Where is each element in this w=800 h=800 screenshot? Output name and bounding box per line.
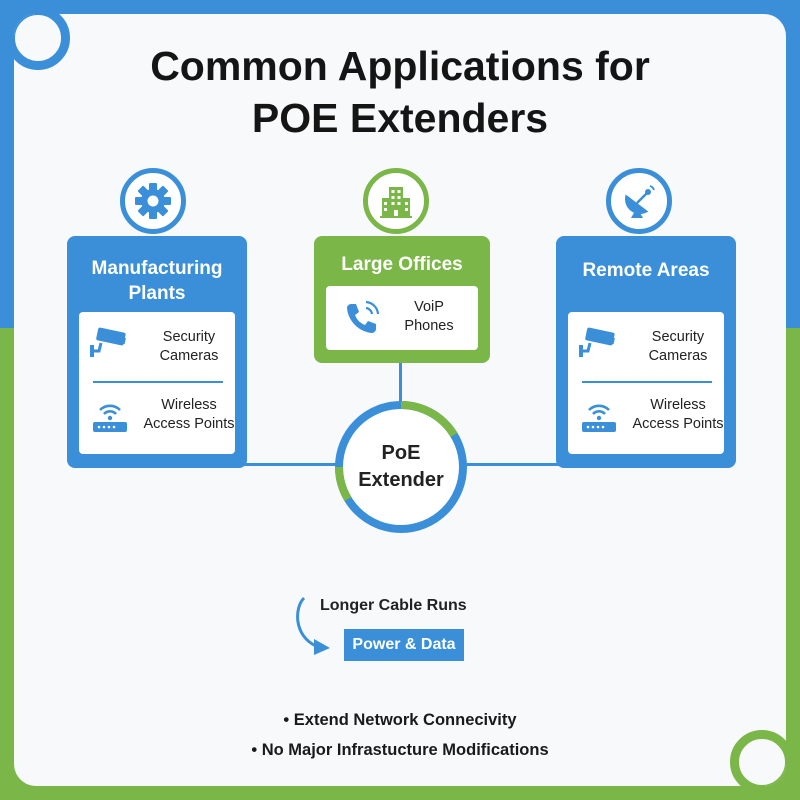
item-text-line-1: Wireless	[650, 397, 706, 413]
item-text-line-1: VoiP	[414, 299, 444, 315]
panel-manufacturing-title: Manufacturing Plants	[67, 256, 247, 306]
item-security-cameras-left: Security Cameras	[149, 328, 229, 366]
main-card: Common Applications for POE Extenders	[14, 14, 786, 786]
gear-icon	[135, 183, 171, 219]
item-text-line-1: Security	[162, 329, 216, 345]
panel-offices-title: Large Offices	[341, 254, 463, 275]
panel-manufacturing-plants: Manufacturing Plants Security Cameras	[67, 236, 247, 468]
wireless-router-icon	[93, 404, 127, 432]
curved-arrow-icon	[296, 596, 330, 655]
wireless-router-icon	[582, 404, 616, 432]
building-icon-circle	[363, 168, 429, 234]
corner-decoration-top-left	[14, 14, 70, 70]
item-wireless-access-points-right: Wireless Access Points	[626, 396, 730, 434]
security-camera-icon	[90, 327, 126, 357]
panel-remote-title: Remote Areas	[582, 260, 710, 281]
panel-large-offices: Large Offices VoiP Phones	[314, 236, 490, 363]
panel-remote-items: Security Cameras Wireless Access Points	[568, 312, 724, 454]
connector-left	[214, 463, 364, 466]
item-text-line-2: Access Points	[632, 416, 724, 432]
item-text-line-2: Phones	[404, 318, 454, 334]
bullet-no-infrastructure-mods: • No Major Infrastucture Modifications	[251, 741, 549, 759]
satellite-dish-icon	[625, 185, 655, 218]
building-icon	[380, 187, 412, 218]
title-line-2: POE Extenders	[251, 95, 549, 141]
panel-manufacturing-items: Security Cameras Wireless Access Points	[79, 312, 235, 454]
corner-decoration-bottom-right	[730, 730, 786, 786]
cable-runs-label: Longer Cable Runs	[320, 597, 467, 614]
item-text-line-2: Access Points	[143, 416, 235, 432]
hub-poe-extender: PoE Extender	[332, 398, 470, 536]
item-voip-phones: VoiP Phones	[398, 298, 460, 336]
page-title: Common Applications for POE Extenders	[14, 40, 786, 144]
panel-divider	[582, 381, 712, 383]
phone-icon	[347, 300, 380, 333]
panel-manufacturing-title-line-1: Manufacturing	[91, 258, 223, 279]
panel-remote-areas: Remote Areas Security Cameras Wire	[556, 236, 736, 468]
item-wireless-access-points-left: Wireless Access Points	[139, 396, 239, 434]
hub-label: PoE Extender	[332, 440, 470, 494]
bullet-extend-connectivity: • Extend Network Connecivity	[283, 711, 517, 729]
connector-right	[434, 463, 584, 466]
panel-offices-items: VoiP Phones	[326, 286, 478, 350]
power-data-box: Power & Data	[344, 629, 464, 661]
satellite-dish-icon-circle	[606, 168, 672, 234]
item-text-line-2: Cameras	[648, 348, 708, 364]
item-text-line-1: Wireless	[161, 397, 217, 413]
hub-label-line-2: Extender	[358, 469, 444, 491]
item-text-line-1: Security	[651, 329, 705, 345]
item-security-cameras-right: Security Cameras	[638, 328, 718, 366]
item-text-line-2: Cameras	[159, 348, 219, 364]
hub-ring	[335, 401, 467, 533]
security-camera-icon	[579, 327, 615, 357]
hub-label-line-1: PoE	[381, 442, 421, 464]
panel-divider	[93, 381, 223, 383]
panel-manufacturing-title-line-2: Plants	[128, 283, 186, 304]
gear-icon-circle	[120, 168, 186, 234]
connector-center	[399, 362, 402, 404]
title-line-1: Common Applications for	[150, 43, 650, 89]
